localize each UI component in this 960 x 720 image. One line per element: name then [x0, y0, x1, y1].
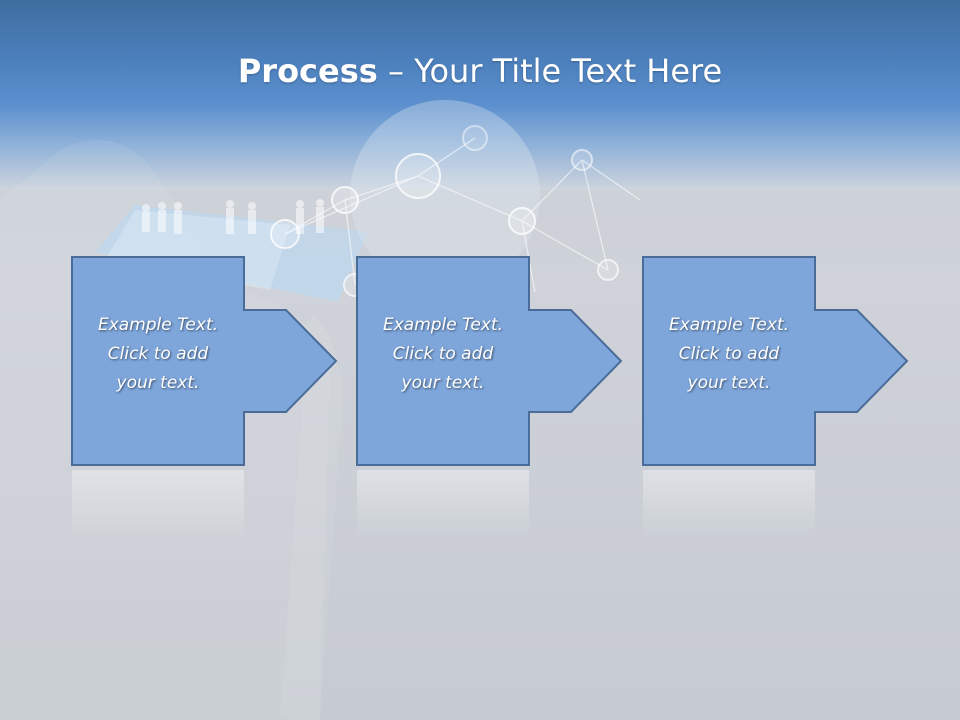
step-2-line-2: Click to add [392, 344, 494, 364]
step-1-line-3: your text. [116, 373, 200, 393]
step-3-line-2: Click to add [678, 344, 780, 364]
step-3-arrow [642, 256, 909, 466]
slide-title[interactable]: Process – Your Title Text Here [0, 52, 960, 90]
title-bold: Process [237, 52, 378, 90]
network-nodes [270, 125, 619, 297]
step-2-line-3: your text. [401, 373, 485, 393]
step-2-reflection [357, 470, 529, 540]
step-1-line-1: Example Text. [97, 315, 219, 335]
step-3-text[interactable]: Example Text. Click to add your text. [643, 311, 815, 398]
step-1-reflection [72, 470, 244, 540]
title-band [0, 0, 960, 190]
step-3-line-1: Example Text. [668, 315, 790, 335]
step-2-line-1: Example Text. [382, 315, 504, 335]
title-rest: – Your Title Text Here [377, 52, 723, 90]
step-1-arrow [71, 256, 338, 466]
step-2-arrow [356, 256, 623, 466]
step-3-line-3: your text. [687, 373, 771, 393]
step-3-reflection [643, 470, 815, 540]
step-2-shape[interactable] [356, 256, 623, 540]
people-silhouettes [142, 199, 324, 234]
step-2-text[interactable]: Example Text. Click to add your text. [357, 311, 529, 398]
step-1-shape[interactable] [71, 256, 338, 540]
step-1-line-2: Click to add [107, 344, 209, 364]
globe [350, 100, 540, 290]
step-3-shape[interactable] [642, 256, 909, 540]
step-1-text[interactable]: Example Text. Click to add your text. [72, 311, 244, 398]
